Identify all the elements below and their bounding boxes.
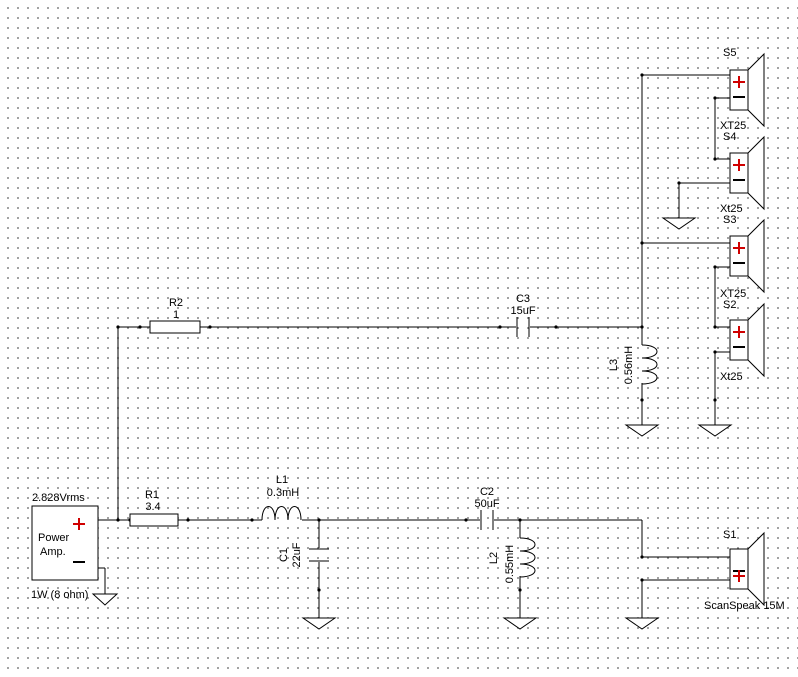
inductor-l2[interactable] — [519, 537, 536, 578]
r2-value-label: 1 — [172, 309, 180, 321]
l3-value-label: 0.56mH — [623, 345, 635, 385]
s1-ref-label: S1 — [723, 529, 737, 541]
speaker-s2[interactable] — [729, 302, 765, 378]
s5-model-label: XT25 — [720, 120, 747, 132]
s5-ref-label: S5 — [723, 47, 737, 59]
capacitor-c3[interactable] — [516, 317, 530, 337]
speaker-s1[interactable] — [729, 531, 765, 607]
l3-ref-label: L3 — [608, 358, 620, 372]
speaker-s4[interactable] — [729, 135, 765, 211]
l1-value-label: 0.3mH — [266, 487, 300, 499]
source-voltage-label: 2.828Vrms — [32, 492, 85, 504]
s2-ref-label: S2 — [723, 299, 737, 311]
resistor-r1[interactable] — [129, 513, 179, 527]
resistor-r2[interactable] — [149, 320, 201, 334]
speaker-s3[interactable] — [729, 218, 765, 294]
source-name-line2: Amp. — [40, 546, 66, 558]
ground-symbols — [91, 217, 733, 630]
inductor-l3[interactable] — [641, 344, 658, 385]
source-name-line1: Power — [38, 532, 70, 544]
junction-dots — [92, 73, 717, 592]
r2-ref-label: R2 — [168, 297, 184, 309]
s2-model-label: Xt25 — [720, 371, 743, 383]
r1-value-label: 3.4 — [145, 501, 161, 513]
source-power-label: 1W (8 ohm) — [31, 589, 89, 601]
c1-ref-label: C1 — [278, 547, 290, 563]
inductor-l1[interactable] — [261, 506, 302, 521]
wires — [98, 74, 730, 618]
s1-model-label: ScanSpeak 15M — [704, 600, 785, 612]
power-amp-source[interactable] — [31, 505, 99, 581]
l2-value-label: 0.55mH — [504, 544, 516, 584]
c3-ref-label: C3 — [515, 293, 531, 305]
capacitor-c2[interactable] — [480, 510, 494, 530]
capacitor-c1[interactable] — [309, 548, 329, 562]
speaker-s5[interactable] — [729, 52, 765, 128]
l2-ref-label: L2 — [488, 551, 500, 565]
c1-value-label: 22uF — [291, 542, 303, 568]
c3-value-label: 15uF — [510, 305, 536, 317]
s4-ref-label: S4 — [723, 131, 737, 143]
s3-model-label: XT25 — [720, 288, 747, 300]
r1-ref-label: R1 — [144, 489, 160, 501]
c2-ref-label: C2 — [479, 486, 495, 498]
s3-ref-label: S3 — [723, 214, 737, 226]
l1-ref-label: L1 — [275, 474, 289, 486]
c2-value-label: 50uF — [474, 498, 500, 510]
s4-model-label: Xt25 — [720, 203, 743, 215]
